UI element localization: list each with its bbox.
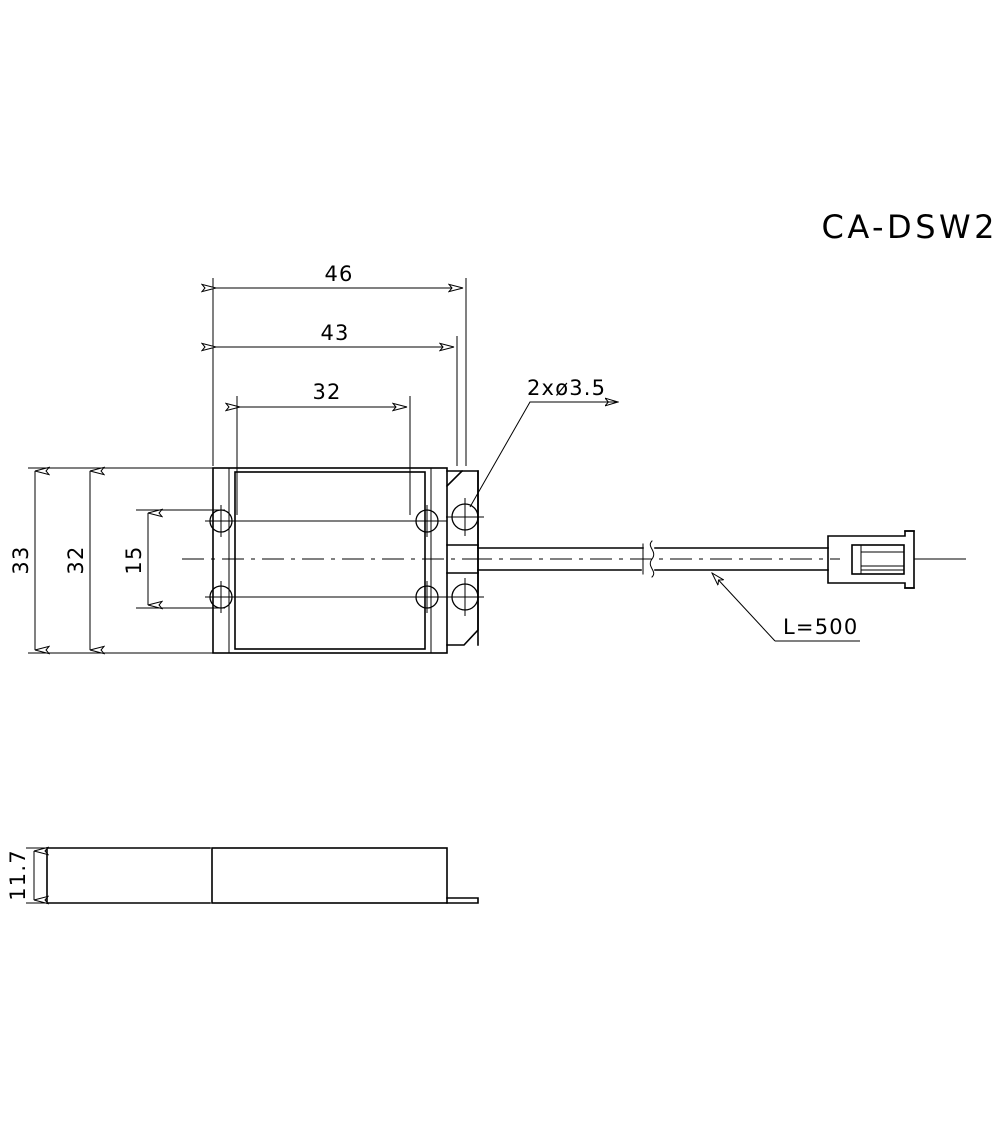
hole-bottom-right-crosshair [411, 581, 443, 613]
flange-outline [445, 470, 479, 646]
dimension-32v: 32 [64, 471, 90, 650]
horizontal-dimension-extension-lines [212, 278, 467, 515]
dimension-46-text: 46 [324, 262, 353, 286]
title-text: CA-DSW2 [821, 208, 998, 246]
dimension-33: 33 [9, 471, 35, 650]
body-inner-outline [234, 471, 426, 650]
connector-pin-block [851, 544, 905, 575]
dimension-11-7: 11.7 [6, 848, 50, 903]
side-view: 11.7 [6, 847, 479, 904]
side-body-block [211, 847, 448, 904]
hole-callout-text: 2xø3.5 [527, 376, 606, 400]
connector-shell-outline [827, 530, 915, 589]
cable-length-leader [712, 573, 776, 642]
body-outer-outline [212, 467, 448, 654]
dimension-32v-text: 32 [64, 545, 88, 574]
cable-length-callout: L=500 [712, 573, 860, 642]
dimension-15-text: 15 [122, 545, 146, 574]
flange-hole-top-crosshair [446, 498, 484, 536]
dimension-43: 43 [216, 321, 454, 347]
dimension-33-text: 33 [9, 545, 33, 574]
cable-assembly [470, 530, 966, 589]
dimension-32h-text: 32 [312, 380, 341, 404]
dimension-32h: 32 [236, 380, 411, 414]
hole-callout-leader [469, 402, 618, 508]
side-outer-plate [46, 847, 211, 904]
mounting-hole-group-flange [446, 498, 484, 616]
connector [827, 530, 966, 589]
dimension-46: 46 [216, 262, 463, 288]
hole-callout: 2xø3.5 [469, 376, 618, 508]
flange-hole-bottom-crosshair [446, 578, 484, 616]
hole-top-right-crosshair [411, 505, 443, 537]
front-view: 2xø3.5 L=500 46 43 [9, 262, 966, 653]
dimension-43-text: 43 [320, 321, 349, 345]
dimension-15: 15 [122, 513, 148, 605]
cable-length-text: L=500 [783, 615, 858, 639]
dimension-32h-ticks [236, 400, 411, 414]
drawing-title: CA-DSW2 [821, 208, 998, 246]
dimension-11-7-text: 11.7 [6, 849, 30, 901]
side-cable-tab [446, 897, 479, 904]
